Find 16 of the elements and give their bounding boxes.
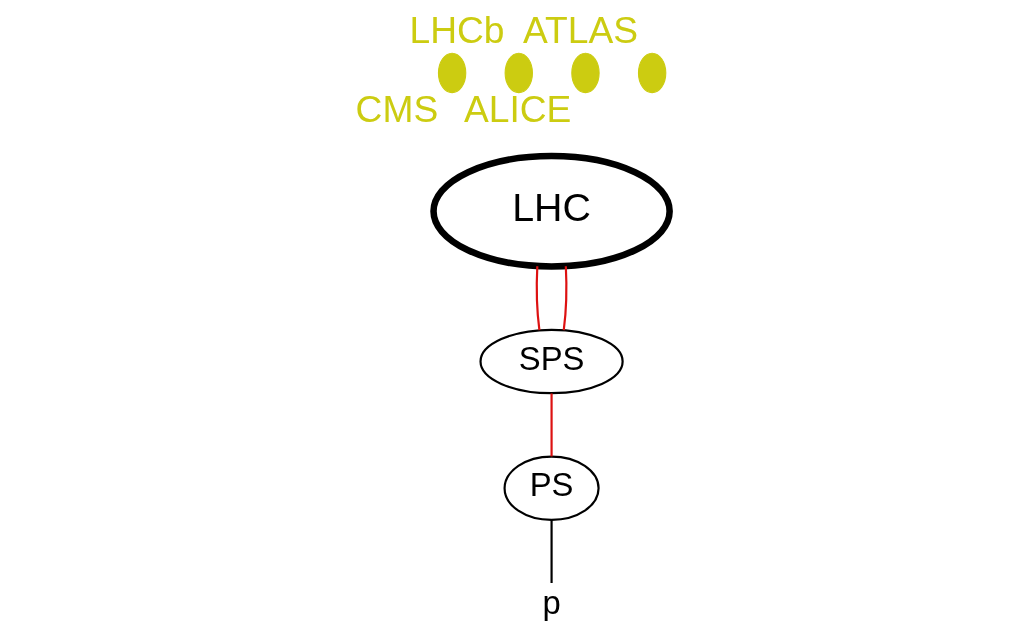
node-ellipse: LHC [429, 152, 673, 270]
node-text: p [541, 583, 561, 621]
node-label: ATLAS [522, 8, 638, 51]
node-label: LHCb [409, 8, 505, 51]
connector [550, 520, 553, 583]
node-circle [437, 52, 466, 94]
node-circle [637, 52, 666, 94]
node-ellipse: SPS [478, 328, 624, 395]
node-ellipse: PS [503, 455, 600, 522]
node-circle [504, 52, 533, 94]
connector [535, 266, 540, 331]
node-circle [570, 52, 600, 94]
node-label: CMS [355, 88, 438, 131]
connector [562, 266, 567, 331]
connector [550, 393, 553, 457]
node-label: ALICE [463, 88, 571, 131]
